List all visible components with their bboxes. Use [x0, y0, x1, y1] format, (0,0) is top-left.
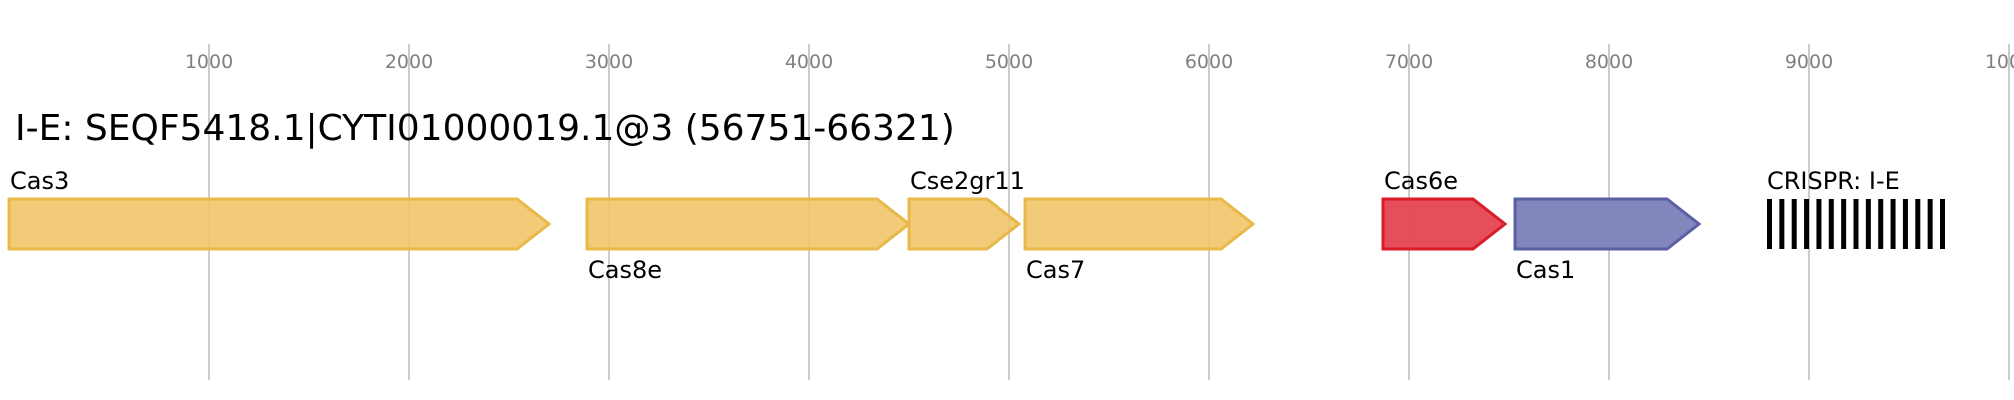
crispr-repeat — [1865, 199, 1871, 249]
crispr-repeat — [1767, 199, 1772, 249]
gene-arrow-cas3 — [7, 197, 552, 251]
crispr-repeat — [1853, 199, 1859, 249]
tick-label: 3000 — [585, 51, 633, 73]
tick-label: 1000 — [1985, 51, 2014, 73]
diagram-title: I-E: SEQF5418.1|CYTI01000019.1@3 (56751-… — [15, 108, 955, 149]
crispr-repeat — [1878, 199, 1884, 249]
crispr-repeat — [1791, 199, 1797, 249]
tick-label: 4000 — [785, 51, 833, 73]
crispr-label: CRISPR: I-E — [1767, 167, 1900, 195]
crispr-repeat — [1779, 199, 1785, 249]
gene-arrow-cas7 — [1023, 197, 1256, 251]
tick-label: 2000 — [385, 51, 433, 73]
crispr-repeat — [1927, 199, 1933, 249]
tick-label: 9000 — [1785, 51, 1833, 73]
crispr-array: CRISPR: I-E — [1767, 167, 1945, 249]
gene-arrow-cas8e — [585, 197, 912, 251]
gene-label-cas7: Cas7 — [1026, 256, 1085, 284]
tick-label: 6000 — [1185, 51, 1233, 73]
tick-label: 7000 — [1385, 51, 1433, 73]
gene-label-cas1: Cas1 — [1516, 256, 1575, 284]
tick-label: 5000 — [985, 51, 1033, 73]
gene-label-cse2gr11: Cse2gr11 — [910, 167, 1025, 195]
gene-arrow-cas1 — [1513, 197, 1702, 251]
crispr-repeat — [1890, 199, 1896, 249]
crispr-repeat — [1816, 199, 1822, 249]
gene-label-cas8e: Cas8e — [588, 256, 662, 284]
crispr-repeat — [1940, 199, 1945, 249]
tick-label: 1000 — [185, 51, 233, 73]
gene-label-cas3: Cas3 — [10, 167, 69, 195]
crispr-repeat — [1804, 199, 1810, 249]
axis-ticks: 1000 2000 3000 4000 5000 6000 7000 8000 9000 1000 — [185, 51, 2014, 73]
crispr-repeat — [1902, 199, 1908, 249]
gene-label-cas6e: Cas6e — [1384, 167, 1458, 195]
gene-arrow-cas6e — [1381, 197, 1508, 251]
crispr-repeat — [1915, 199, 1921, 249]
tick-label: 8000 — [1585, 51, 1633, 73]
crispr-repeat — [1828, 199, 1834, 249]
gene-arrow-cse2gr11 — [907, 197, 1022, 251]
crispr-repeat — [1841, 199, 1847, 249]
